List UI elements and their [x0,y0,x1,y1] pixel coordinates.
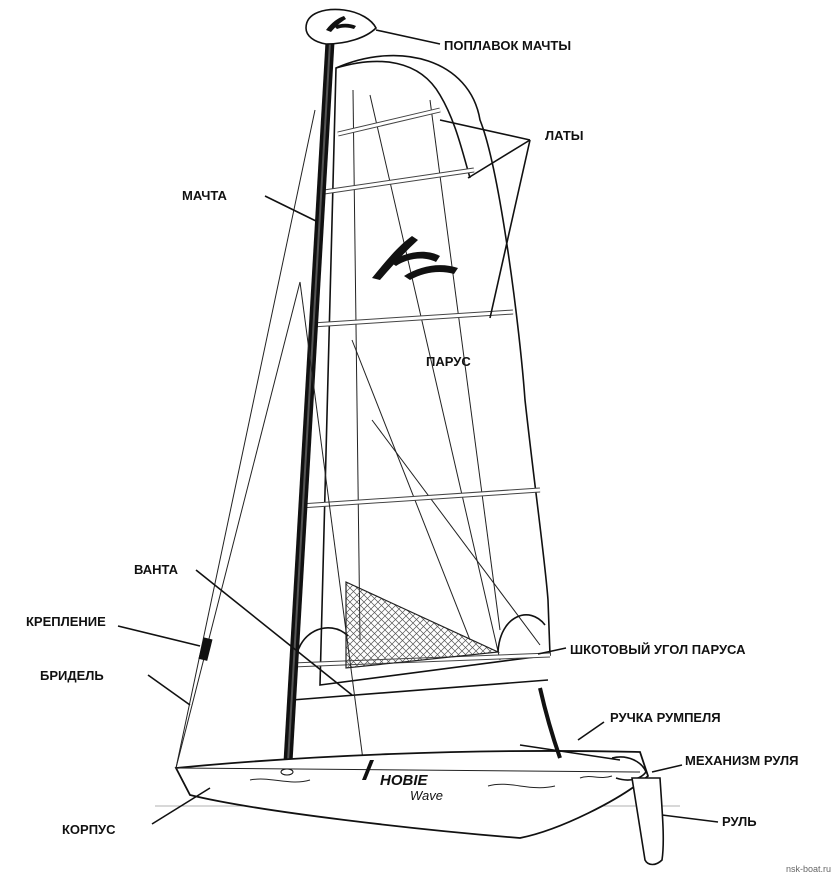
leader-tiller [577,721,605,741]
leader-rudder-mech [651,764,683,773]
leader-bridle [147,674,191,706]
label-shroud: ВАНТА [134,562,179,577]
leader-mount [117,625,201,647]
mast-float [305,8,377,45]
label-rudder: РУЛЬ [722,814,757,829]
label-mast-float: ПОПЛАВОК МАЧТЫ [444,38,571,53]
boom [291,679,549,701]
label-mount: КРЕПЛЕНИЕ [26,614,106,629]
label-battens: ЛАТЫ [545,128,584,143]
label-bridle: БРИДЕЛЬ [40,668,104,683]
label-tiller: РУЧКА РУМПЕЛЯ [610,710,721,725]
leader-mast-float [375,29,441,45]
tiller [538,687,562,759]
sail-window [345,581,501,669]
leader-clew [537,647,567,655]
sail [291,54,551,686]
label-clew: ШКОТОВЫЙ УГОЛ ПАРУСА [570,642,746,657]
sail-logo [372,236,458,280]
tiller-extension [519,744,621,761]
label-mast: МАЧТА [182,188,227,203]
label-rudder-mech: МЕХАНИЗМ РУЛЯ [685,753,798,768]
hull-model: Wave [410,788,443,803]
leader-mast [264,195,319,223]
hull: HOBIE Wave [174,750,650,839]
leader-battens-2 [467,139,531,179]
mount-block [198,637,213,661]
hull-brand: HOBIE [380,772,429,789]
leader-hull [151,787,211,825]
leader-shroud [195,569,353,696]
label-sail: ПАРУС [426,354,471,369]
leader-battens-3 [489,139,531,319]
rudder-mechanism [611,756,647,781]
shroud-line [299,281,366,776]
watermark: nsk-boat.ru [786,864,831,874]
label-hull: КОРПУС [62,822,116,837]
leader-rudder [661,814,719,823]
bridle-line [175,281,301,769]
leader-battens-1 [439,119,531,141]
rudder-blade [631,777,665,866]
